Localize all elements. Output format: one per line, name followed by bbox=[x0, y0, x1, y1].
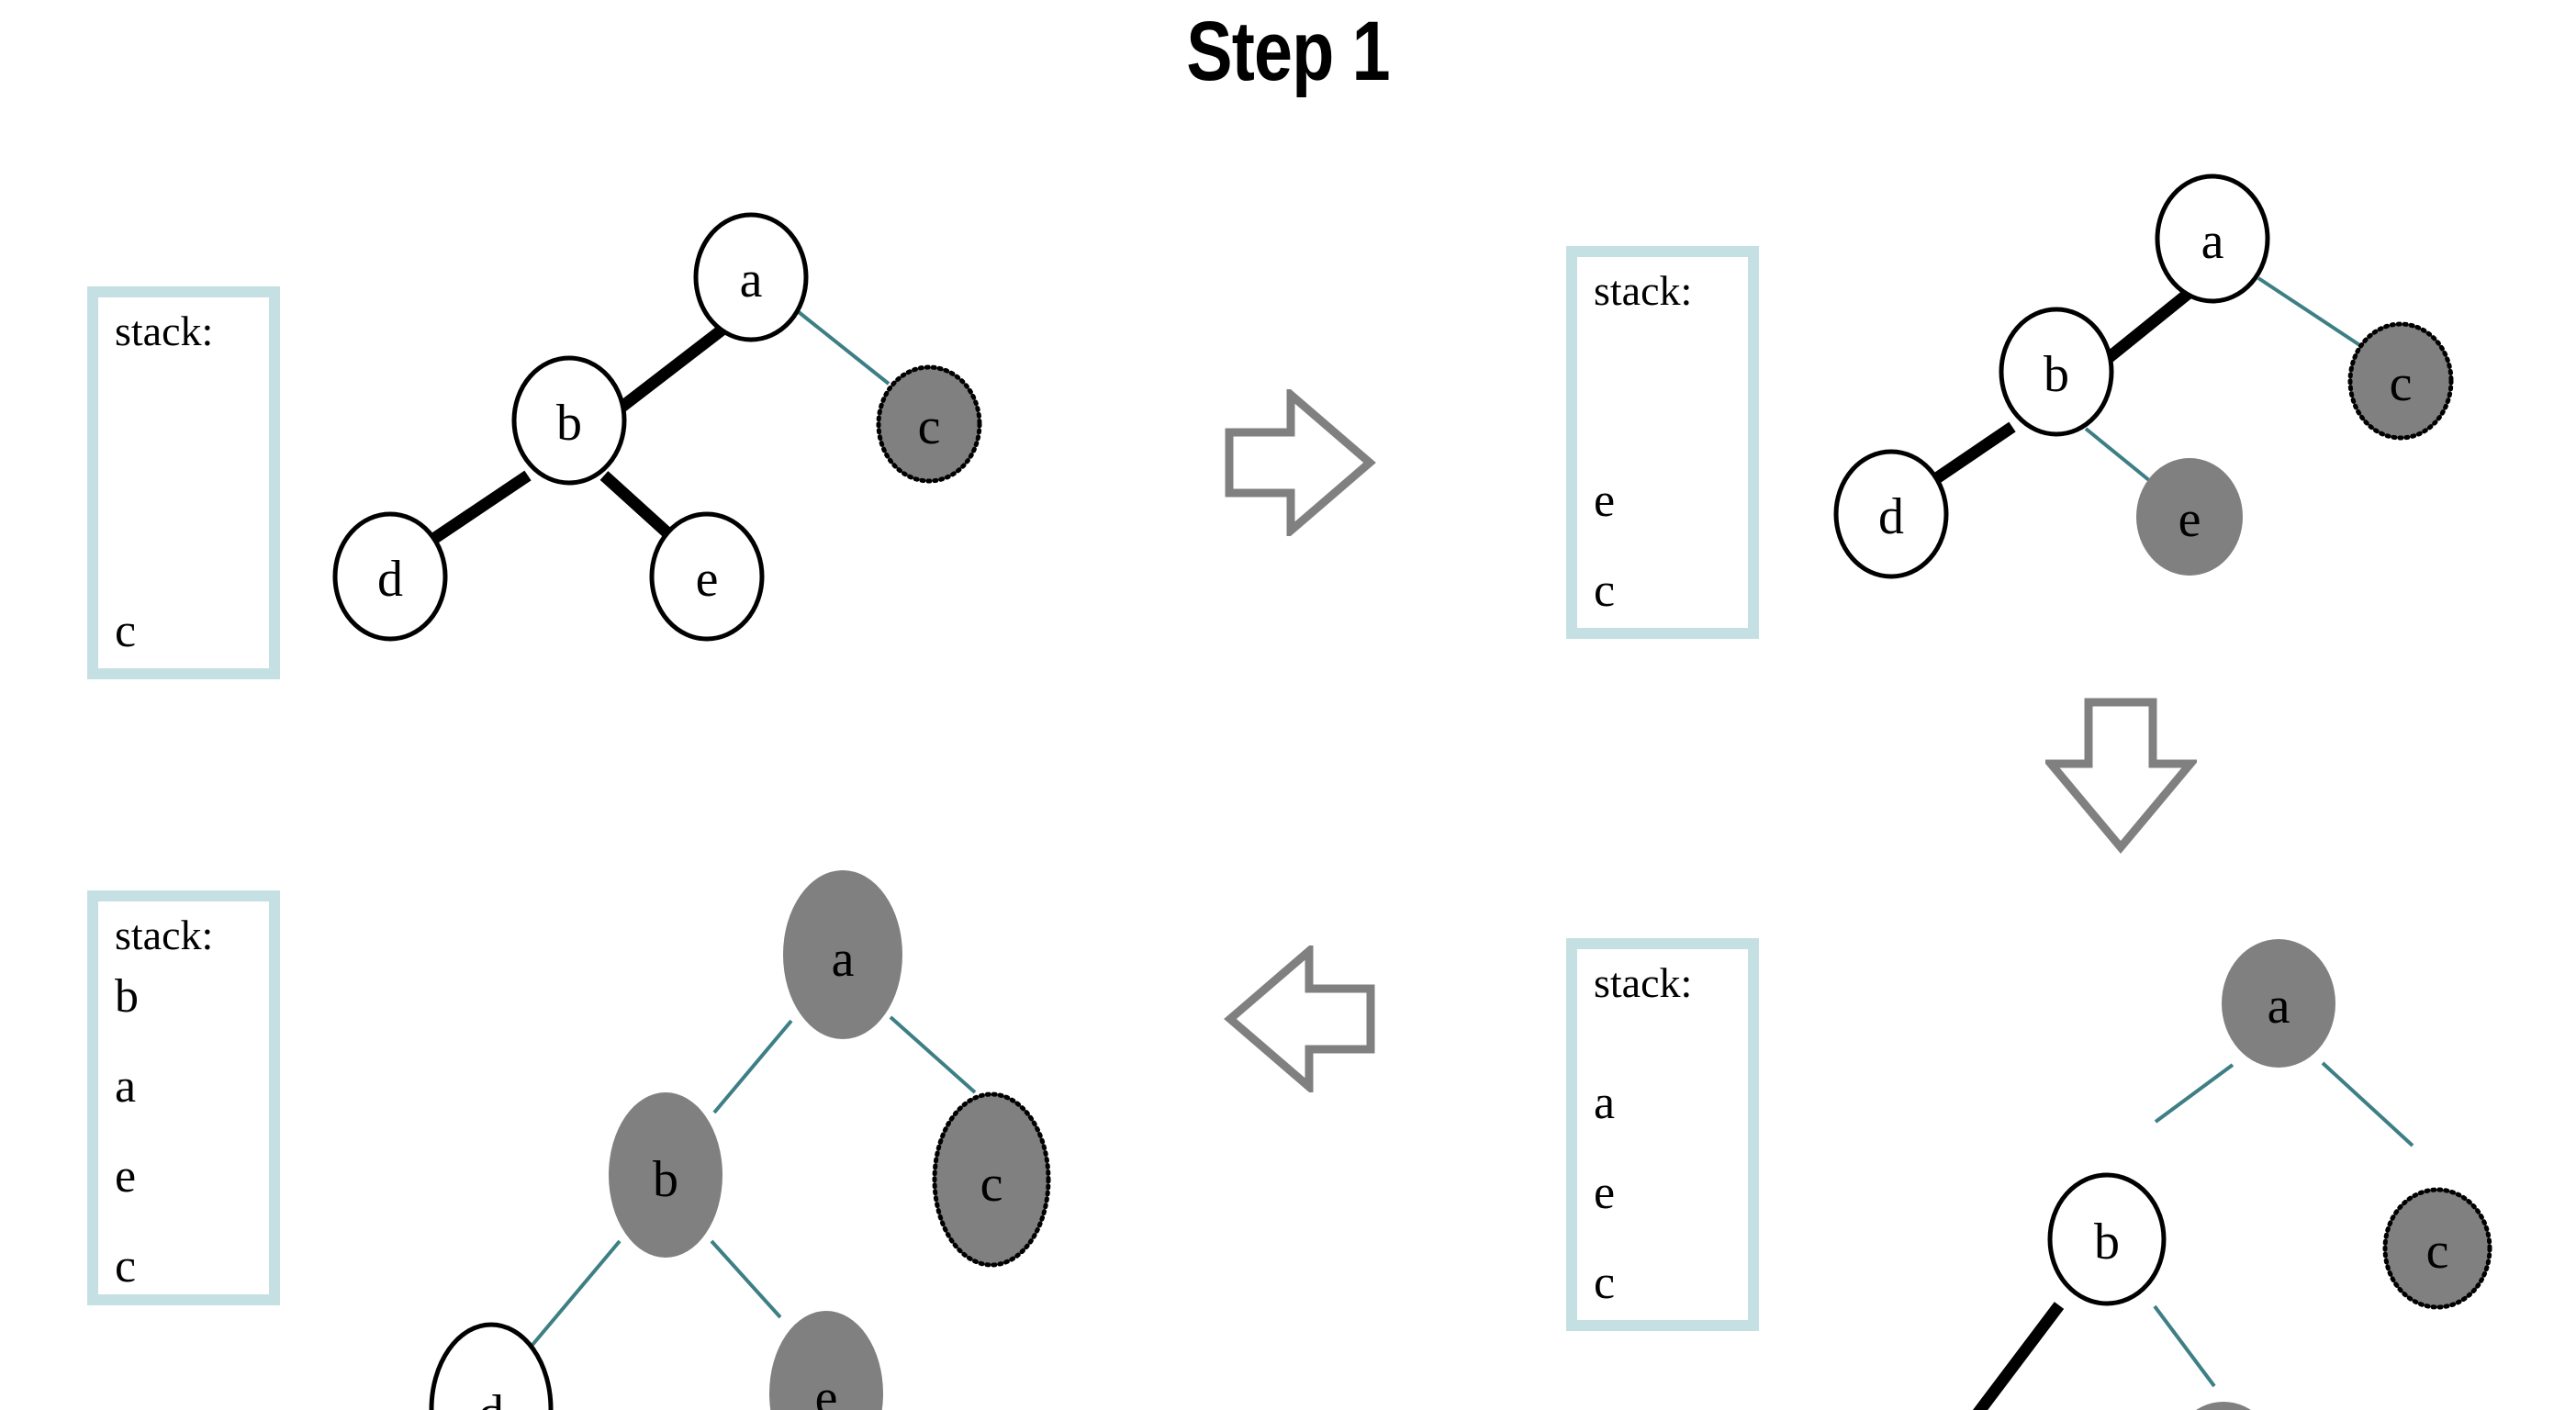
page-title: Step 1 bbox=[1186, 5, 1390, 98]
stack-box-bottom-left: stack: b a e c bbox=[87, 890, 280, 1305]
tree-node-label: a bbox=[2201, 213, 2224, 270]
stack-item: a bbox=[1594, 1077, 1616, 1129]
tree-node-label: e bbox=[696, 551, 719, 608]
tree-node-c: c bbox=[932, 1091, 1051, 1268]
tree-bottom-left: a b c d e bbox=[429, 870, 1051, 1410]
edge-a-c bbox=[797, 310, 890, 386]
tree-node-label: c bbox=[980, 1156, 1003, 1213]
stack-item: c bbox=[1594, 565, 1616, 617]
edge-a-c bbox=[2321, 1061, 2414, 1147]
tree-node-b: b bbox=[2047, 1172, 2167, 1306]
tree-node-d: d bbox=[429, 1322, 554, 1410]
tree-node-label: b bbox=[556, 395, 582, 452]
tree-node-label: c bbox=[2390, 355, 2413, 412]
stack-label: stack: bbox=[115, 308, 214, 354]
tree-node-label: a bbox=[832, 931, 855, 988]
stack-item: e bbox=[1594, 1167, 1616, 1219]
tree-node-label: b bbox=[2094, 1214, 2120, 1270]
stack-label: stack: bbox=[1594, 267, 1693, 314]
stack-item: c bbox=[115, 1240, 137, 1292]
tree-node-b: b bbox=[1999, 307, 2114, 437]
tree-node-label: b bbox=[653, 1151, 678, 1208]
edge-b-e bbox=[2153, 1304, 2216, 1388]
stack-box-top-right: stack: e c bbox=[1566, 246, 1759, 639]
tree-node-label: b bbox=[2044, 346, 2069, 403]
edge-a-b bbox=[2154, 1063, 2234, 1124]
tree-node-b: b bbox=[609, 1092, 722, 1258]
stack-label: stack: bbox=[1594, 959, 1693, 1006]
tree-node-d: d bbox=[1833, 449, 1949, 579]
tree-node-a: a bbox=[693, 212, 809, 342]
stack-items-bottom-left: b a e c bbox=[115, 973, 269, 1291]
tree-node-c: c bbox=[2347, 321, 2454, 441]
tree-node-a: a bbox=[2155, 173, 2270, 304]
tree-node-c: c bbox=[2382, 1187, 2492, 1310]
tree-node-b: b bbox=[511, 355, 627, 486]
arrow-bottom-middle-left bbox=[1224, 946, 1375, 1092]
tree-node-e: e bbox=[649, 511, 765, 642]
edge-b-d bbox=[1972, 1302, 2065, 1410]
tree-node-label: d bbox=[377, 551, 403, 608]
tree-node-e: e bbox=[769, 1311, 883, 1410]
tree-bottom-right: a b c d e bbox=[1972, 939, 2492, 1410]
tree-node-a: a bbox=[783, 870, 902, 1039]
tree-node-label: a bbox=[740, 252, 763, 308]
edge-a-c bbox=[2257, 276, 2363, 348]
stack-box-top-left: stack: c bbox=[87, 286, 280, 679]
stack-items-bottom-right: a e c bbox=[1594, 1080, 1748, 1307]
tree-top-right: a b c d e bbox=[1833, 173, 2454, 579]
tree-node-a: a bbox=[2222, 939, 2335, 1068]
stack-item: e bbox=[1594, 475, 1616, 527]
tree-node-c: c bbox=[876, 364, 982, 484]
stack-items-top-left: c bbox=[115, 608, 269, 655]
stack-item: b bbox=[115, 970, 139, 1023]
tree-node-label: a bbox=[2268, 978, 2290, 1035]
stack-item: c bbox=[115, 605, 137, 657]
tree-node-label: c bbox=[2426, 1223, 2449, 1280]
tree-node-e: e bbox=[2136, 458, 2243, 576]
tree-node-d: d bbox=[332, 511, 448, 642]
tree-node-label: d bbox=[478, 1385, 504, 1410]
tree-node-e: e bbox=[2196, 1402, 2251, 1410]
tree-node-label: d bbox=[1878, 488, 1904, 545]
stack-item: a bbox=[115, 1060, 137, 1113]
edge-a-c bbox=[889, 1015, 977, 1094]
stack-items-top-right: e c bbox=[1594, 477, 1748, 615]
edge-b-e bbox=[710, 1239, 782, 1319]
tree-node-label: e bbox=[815, 1370, 838, 1410]
stack-item: e bbox=[115, 1150, 137, 1203]
edge-b-d bbox=[531, 1239, 622, 1347]
edge-a-b bbox=[712, 1019, 793, 1114]
stack-item: c bbox=[1594, 1257, 1616, 1309]
tree-top-left: a b c d e bbox=[332, 212, 982, 642]
arrow-right-side-down bbox=[2045, 698, 2197, 855]
stack-box-bottom-right: stack: a e c bbox=[1566, 938, 1759, 1331]
arrow-top-middle-right bbox=[1225, 389, 1376, 536]
stack-label: stack: bbox=[115, 912, 214, 958]
tree-node-label: e bbox=[2178, 491, 2201, 548]
tree-node-label: c bbox=[918, 398, 941, 455]
